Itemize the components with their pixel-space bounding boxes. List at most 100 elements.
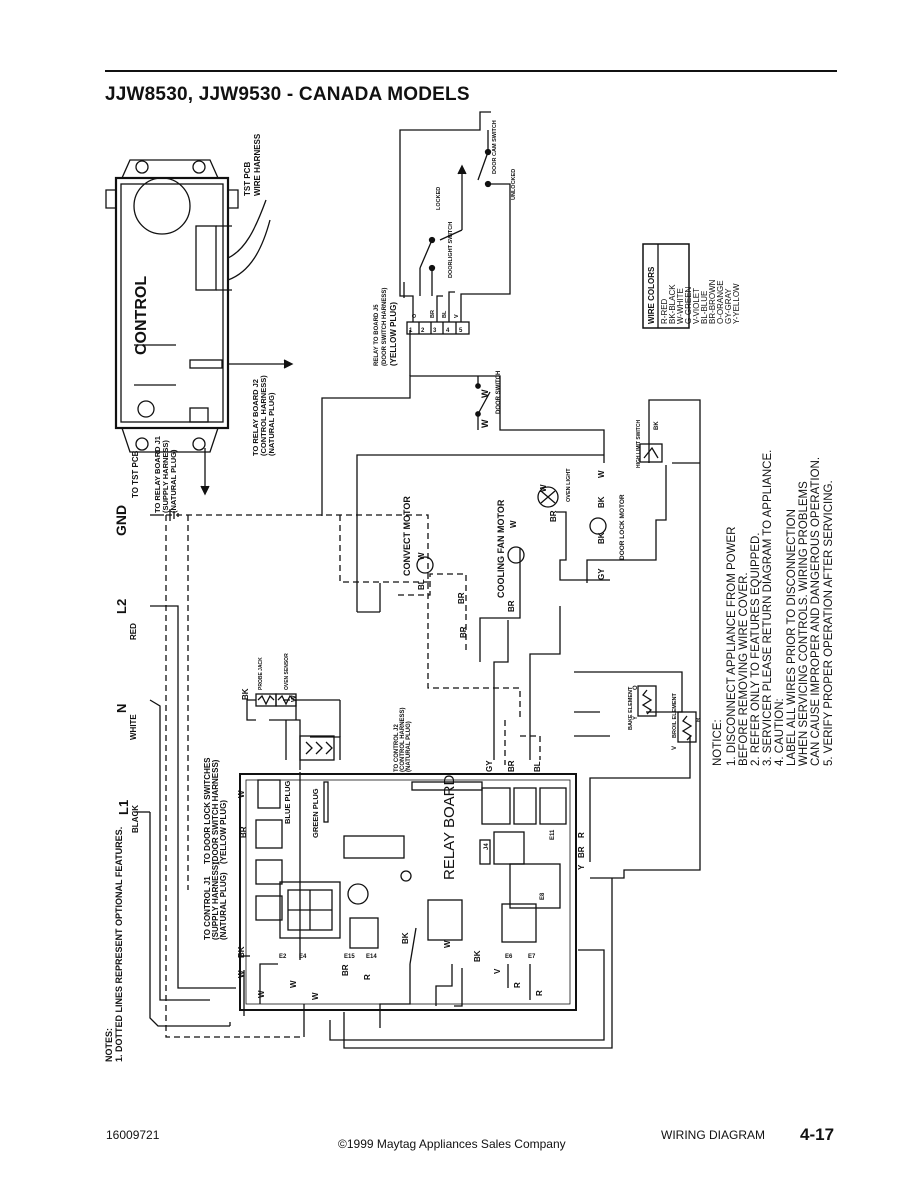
to-control-j2-line-3: (NATURAL PLUG) <box>406 721 412 772</box>
wire-color-item: BR-BROWN <box>708 279 717 324</box>
wire-label-r: R <box>363 974 372 980</box>
wire-color-item: G-GREEN <box>684 286 693 324</box>
wire-label-bk: BK <box>654 421 660 430</box>
to-door-lock-line-3: (YELLOW PLUG) <box>219 800 228 864</box>
optional-wiring <box>165 514 541 1038</box>
doorlight-switch-label: DOORLIGHT SWITCH <box>448 222 454 278</box>
wire-label-bk: BK <box>241 688 250 700</box>
to-control-j1-line-1: TO CONTROL J1 <box>203 876 212 940</box>
gnd-label: GND <box>113 505 129 536</box>
terminal-e11: E11 <box>550 829 556 840</box>
mounting-hole-icon <box>135 437 149 451</box>
n-label: N <box>114 704 129 713</box>
connector-pin-5: 5 <box>459 328 463 334</box>
convect-motor-label: CONVECT MOTOR <box>402 496 412 576</box>
notice-line-6: LABEL ALL WIRES PRIOR TO DISCONNECTION <box>786 509 798 766</box>
control-label: CONTROL <box>133 276 150 355</box>
notice-line-9: 5. VERIFY PROPER OPERATION AFTER SERVICI… <box>823 480 835 766</box>
notice-line-3: 2. REFER ONLY TO FEATURES EQUIPPED. <box>750 533 762 766</box>
wire-label-w: W <box>237 970 246 978</box>
relay-j1-line-2: (SUPPLY HARNESS) <box>161 440 170 513</box>
to-control-j2-line-1: TO CONTROL J2 <box>394 724 400 772</box>
wire-label-w: W <box>509 520 518 528</box>
locked-label: LOCKED <box>436 187 442 210</box>
notes-heading: NOTES: <box>104 1028 114 1062</box>
wire-label-bl: BL <box>417 579 426 590</box>
mounting-hole-icon <box>135 160 149 174</box>
n-color-label: WHITE <box>129 714 138 740</box>
wire-color-item: R-RED <box>660 298 669 324</box>
notes-line-1: 1. DOTTED LINES REPRESENT OPTIONAL FEATU… <box>114 827 124 1062</box>
wire-label-r: R <box>535 990 544 996</box>
broil-element-label: BROIL ELEMENT <box>672 693 678 738</box>
bake-element-label: BAKE ELEMENT <box>628 686 634 730</box>
green-plug-label: GREEN PLUG <box>311 788 320 838</box>
l1-color-label: BLACK <box>131 805 140 833</box>
wire-label-br: BR <box>577 846 586 858</box>
notice-line-7: WHEN SERVICING CONTROLS. WIRING PROBLEMS <box>798 481 810 766</box>
broil-element-icon <box>677 711 697 743</box>
bake-element-icon <box>637 685 657 717</box>
mounting-hole-icon <box>192 160 206 174</box>
blue-plug-label: BLUE PLUG <box>283 781 292 825</box>
probe-jack-label: PROBE JACK <box>258 657 264 690</box>
control-unit <box>105 159 294 496</box>
wire-label-bk: BK <box>473 950 482 962</box>
wire-label-r: R <box>696 717 702 722</box>
wire-label-gy: GY <box>485 760 494 772</box>
notice-heading: NOTICE: <box>712 719 724 766</box>
oven-sensor-icon <box>275 693 297 707</box>
terminal-j4: J4 <box>484 843 490 850</box>
relay-board-label: RELAY BOARD <box>441 775 458 880</box>
wire-color-item: Y-YELLOW <box>732 283 741 324</box>
terminal-e8: E8 <box>540 892 546 900</box>
wire-color-item: O-ORANGE <box>716 280 725 324</box>
wire-color-item: W-WHITE <box>676 288 685 324</box>
notice-line-8: CAN CAUSE IMPROPER AND DANGEROUS OPERATI… <box>810 457 822 766</box>
section-name: WIRING DIAGRAM <box>661 1128 765 1142</box>
wire-label-w: W <box>257 990 266 998</box>
relay-j2-line-1: TO RELAY BOARD J2 <box>251 379 260 456</box>
wire-label-y: Y <box>577 864 586 870</box>
l1-label: L1 <box>116 800 131 815</box>
oven-light-label: OVEN LIGHT <box>566 468 572 502</box>
terminal-e6: E6 <box>505 954 513 960</box>
wire-color-item: BK-BLACK <box>668 284 677 324</box>
wire-label-bl: BL <box>533 761 542 772</box>
wire-label-y: Y <box>633 716 639 720</box>
wire-label-bk: BK <box>597 496 606 508</box>
wire-label-w: W <box>480 389 490 398</box>
door-switch-label: DOOR SWITCH <box>496 371 502 414</box>
wire-label-br: BR <box>457 592 466 604</box>
relay-j2-line-2: (CONTROL HARNESS) <box>259 375 268 456</box>
door-switch <box>475 376 491 430</box>
mounting-hole-icon <box>192 437 206 451</box>
relay-j5-line-1: RELAY TO BOARD J5 <box>374 304 380 366</box>
wire-label-v: V <box>672 746 678 750</box>
wire-label-bk: BK <box>597 532 606 544</box>
relay-j1-line-1: TO RELAY BOARD J1 <box>153 436 162 513</box>
connector-wire-br: BR <box>430 310 436 318</box>
wire-label-w: W <box>291 695 298 702</box>
convect-motor-icon <box>416 556 434 574</box>
door-lock-motor-label: DOOR LOCK MOTOR <box>619 494 626 560</box>
probe-jack-icon <box>255 693 277 707</box>
notice-line-1: 1. DISCONNECT APPLIANCE FROM POWER <box>726 527 738 766</box>
wire-label-bk: BK <box>401 932 410 944</box>
wire-label-r: R <box>513 982 522 988</box>
notice-line-5: 4. CAUTION: <box>774 698 786 766</box>
wire-colors-heading: WIRE COLORS <box>647 266 656 324</box>
wire-label-br: BR <box>507 600 516 612</box>
tst-pcb-label: TO TST PCB <box>131 450 140 498</box>
header-rule <box>105 70 837 72</box>
connector-wire-v: V <box>454 314 460 318</box>
wire-label-v: V <box>493 968 502 974</box>
page-number: 4-17 <box>800 1125 835 1144</box>
wire-label-w: W <box>311 992 320 1000</box>
to-control-j2-line-2: (CONTROL HARNESS) <box>400 707 406 772</box>
notice-line-2: BEFORE REMOVING WIRE COVER. <box>738 572 750 766</box>
connector-pin-3: 3 <box>433 328 437 334</box>
wire-label-r: R <box>577 832 586 838</box>
relay-j1-line-3: (NATURAL PLUG) <box>169 449 178 513</box>
